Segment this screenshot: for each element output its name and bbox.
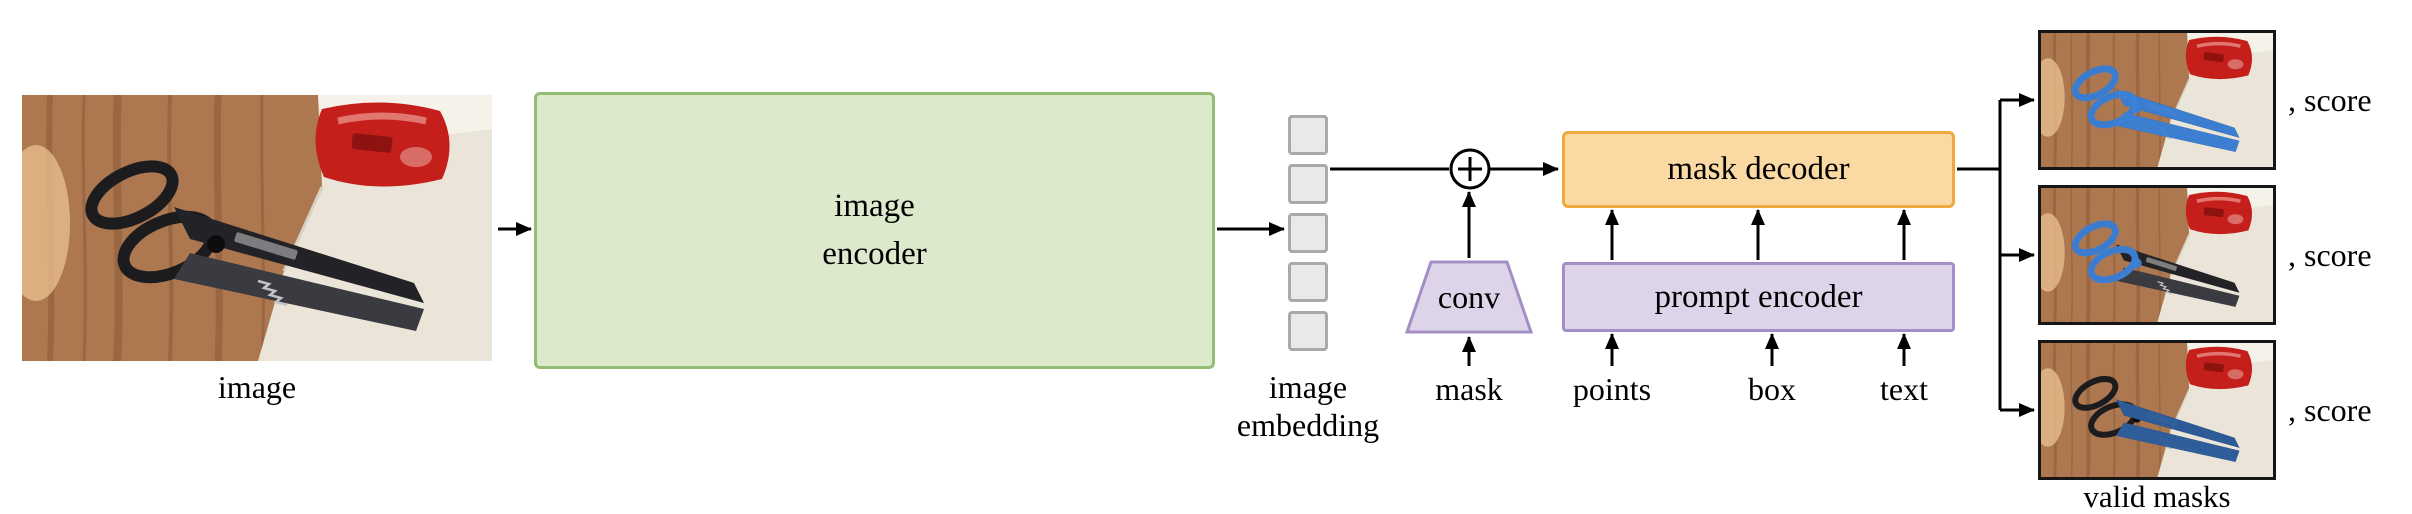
prompt-encoder-box: prompt encoder bbox=[1562, 262, 1955, 332]
embedding-token bbox=[1288, 115, 1328, 155]
image-encoder-box: image encoder bbox=[534, 92, 1215, 369]
prompt-encoder-label: prompt encoder bbox=[1654, 278, 1863, 315]
embedding-token bbox=[1288, 164, 1328, 204]
output-mask-image-2 bbox=[2038, 185, 2276, 325]
image-embedding-label-line2: embedding bbox=[1236, 407, 1380, 444]
mask-input-label: mask bbox=[1435, 371, 1503, 407]
image-embedding-label-line1: image bbox=[1268, 369, 1348, 405]
text-input-label: text bbox=[1880, 371, 1928, 407]
score-label-1: , score bbox=[2288, 82, 2372, 118]
image-embedding-label: image embedding bbox=[1168, 368, 1448, 445]
output-mask-image-3 bbox=[2038, 340, 2276, 480]
score-label-3: , score bbox=[2288, 392, 2372, 428]
conv-block-label: conv bbox=[1437, 278, 1501, 315]
output-mask-image-1 bbox=[2038, 30, 2276, 170]
embedding-token bbox=[1288, 311, 1328, 351]
image-encoder-label-line1: image bbox=[834, 187, 915, 224]
circled-plus-icon bbox=[1449, 148, 1491, 190]
score-label-2: , score bbox=[2288, 237, 2372, 273]
input-image bbox=[22, 95, 492, 361]
box-input-label: box bbox=[1748, 371, 1796, 407]
image-encoder-label-line2: encoder bbox=[822, 235, 927, 272]
mask-decoder-box: mask decoder bbox=[1562, 131, 1955, 208]
points-input-label: points bbox=[1572, 371, 1652, 407]
valid-masks-label: valid masks bbox=[2083, 479, 2231, 514]
embedding-token bbox=[1288, 262, 1328, 302]
embedding-token bbox=[1288, 213, 1328, 253]
input-image-label: image bbox=[217, 369, 297, 405]
mask-decoder-label: mask decoder bbox=[1667, 151, 1850, 187]
